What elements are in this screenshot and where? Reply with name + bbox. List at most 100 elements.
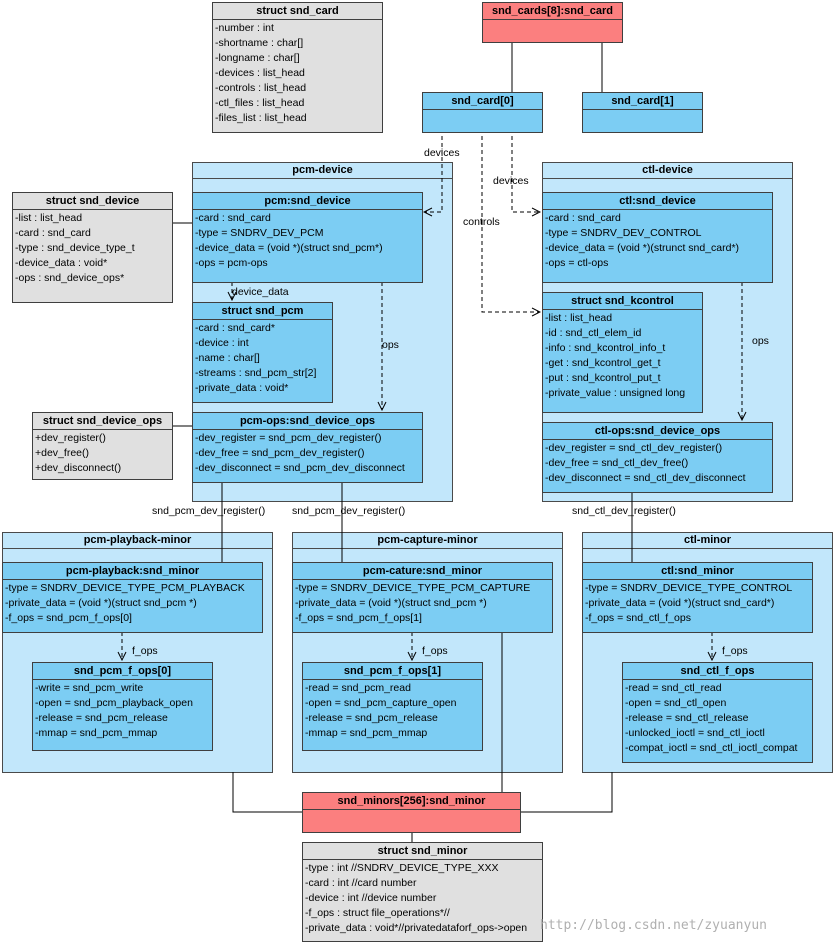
object-title: snd_card[0]	[423, 93, 542, 110]
object-field: -type = SNDRV_DEVICE_TYPE_CONTROL	[585, 582, 793, 594]
object-field: -device_data = (void *)(strunct snd_card…	[545, 242, 740, 254]
object-field: -private_data = (void *)(struct snd_pcm …	[5, 597, 197, 609]
class-field: -list : list_head	[545, 312, 613, 324]
array-title: snd_cards[8]:snd_card	[483, 3, 622, 20]
class-field: -name : char[]	[195, 352, 260, 364]
package-title: pcm-playback-minor	[3, 533, 272, 549]
struct-snd-card-class: struct snd_card -number : int -shortname…	[212, 2, 383, 133]
ctl-to-minors-line	[520, 772, 613, 813]
class-field: -ops : snd_device_ops*	[15, 272, 125, 284]
object-field: -f_ops = snd_ctl_f_ops	[585, 612, 691, 624]
snd-card1-object: snd_card[1]	[582, 92, 703, 133]
struct-snd-minor-class: struct snd_minor -type : int //SNDRV_DEV…	[302, 842, 543, 942]
fops-label: f_ops	[422, 645, 448, 657]
class-field: -shortname : char[]	[215, 37, 304, 49]
class-title: struct snd_minor	[303, 843, 542, 860]
class-field: -private_data : void*//privatedataforf_o…	[305, 922, 528, 934]
controls-to-kcontrol-arrow	[481, 108, 540, 312]
devices-label: devices	[424, 147, 460, 159]
class-field: -controls : list_head	[215, 82, 307, 94]
watermark: http://blog.csdn.net/zyuanyun	[540, 918, 767, 933]
object-title: ctl-ops:snd_device_ops	[543, 423, 772, 440]
class-field: -card : snd_card	[15, 227, 91, 239]
class-field: -f_ops : struct file_operations*//	[305, 907, 450, 919]
class-field: -devices : list_head	[215, 67, 305, 79]
object-field: -release = snd_pcm_release	[305, 712, 438, 724]
object-title: snd_card[1]	[583, 93, 702, 110]
class-title: struct snd_card	[213, 3, 382, 20]
class-field: -card : int //card number	[305, 877, 417, 889]
object-field: -dev_disconnect = snd_pcm_dev_disconnect	[195, 462, 405, 474]
class-field: -type : snd_device_type_t	[15, 242, 135, 254]
ops-label: ops	[752, 335, 769, 347]
object-title: pcm-cature:snd_minor	[293, 563, 552, 580]
struct-snd-device-class: struct snd_device -list : list_head -car…	[12, 192, 173, 303]
playback-to-minors-line	[232, 772, 302, 813]
object-field: -read = snd_pcm_read	[305, 682, 411, 694]
object-field: -dev_free = snd_ctl_dev_free()	[545, 457, 689, 469]
object-field: -ops = pcm-ops	[195, 257, 268, 269]
class-field: -device : int	[195, 337, 249, 349]
class-field: -private_value : unsigned long	[545, 387, 686, 399]
object-field: -type = SNDRV_DEVICE_TYPE_PCM_PLAYBACK	[5, 582, 245, 594]
object-field: -release = snd_pcm_release	[35, 712, 168, 724]
device-data-label: device_data	[232, 286, 289, 298]
snd-minors-array: snd_minors[256]:snd_minor	[302, 792, 521, 833]
class-field: -ctl_files : list_head	[215, 97, 305, 109]
snd-card0-object: snd_card[0]	[422, 92, 543, 133]
object-field: -dev_free = snd_pcm_dev_register()	[195, 447, 365, 459]
struct-snd-device-ops-class: struct snd_device_ops +dev_register() +d…	[32, 412, 173, 480]
struct-snd-kcontrol-class: struct snd_kcontrol -list : list_head -i…	[542, 292, 703, 413]
object-field: -card : snd_card	[195, 212, 271, 224]
object-field: -f_ops = snd_pcm_f_ops[1]	[295, 612, 422, 624]
class-field: -get : snd_kcontrol_get_t	[545, 357, 661, 369]
object-title: pcm-ops:snd_device_ops	[193, 413, 422, 430]
object-field: -dev_register = snd_pcm_dev_register()	[195, 432, 382, 444]
ctl-minor-object: ctl:snd_minor -type = SNDRV_DEVICE_TYPE_…	[582, 562, 813, 633]
struct-snd-pcm-class: struct snd_pcm -card : snd_card* -device…	[192, 302, 333, 403]
object-field: -f_ops = snd_pcm_f_ops[0]	[5, 612, 132, 624]
object-field: -mmap = snd_pcm_mmap	[305, 727, 428, 739]
pcm-playback-minor-object: pcm-playback:snd_minor -type = SNDRV_DEV…	[2, 562, 263, 633]
object-field: -type = SNDRV_DEVICE_TYPE_PCM_CAPTURE	[295, 582, 531, 594]
object-field: -open = snd_pcm_playback_open	[35, 697, 193, 709]
object-field: -mmap = snd_pcm_mmap	[35, 727, 158, 739]
object-field: -device_data = (void *)(struct snd_pcm*)	[195, 242, 383, 254]
class-field: -private_data : void*	[195, 382, 289, 394]
class-title: struct snd_kcontrol	[543, 293, 702, 310]
object-field: -private_data = (void *)(struct snd_card…	[585, 597, 775, 609]
ctl-ops-object: ctl-ops:snd_device_ops -dev_register = s…	[542, 422, 773, 493]
class-method: +dev_register()	[35, 432, 106, 444]
class-field: -longname : char[]	[215, 52, 300, 64]
class-field: -card : snd_card*	[195, 322, 275, 334]
package-title: ctl-minor	[583, 533, 832, 549]
object-title: ctl:snd_device	[543, 193, 772, 210]
snd-cards-array: snd_cards[8]:snd_card	[482, 2, 623, 43]
devices-to-pcm-arrow	[424, 108, 443, 212]
ctl-snd-device-object: ctl:snd_device -card : snd_card -type = …	[542, 192, 773, 283]
devices-to-ctl-arrow	[511, 108, 540, 212]
class-method: +dev_free()	[35, 447, 89, 459]
snd-pcm-f-ops1-object: snd_pcm_f_ops[1] -read = snd_pcm_read -o…	[302, 662, 483, 751]
fops-label: f_ops	[132, 645, 158, 657]
class-title: struct snd_device_ops	[33, 413, 172, 430]
object-field: -dev_disconnect = snd_ctl_dev_disconnect	[545, 472, 746, 484]
package-title: pcm-device	[193, 163, 452, 179]
class-title: struct snd_pcm	[193, 303, 332, 320]
object-title: pcm:snd_device	[193, 193, 422, 210]
object-field: -unlocked_ioctl = snd_ctl_ioctl	[625, 727, 765, 739]
register-label: snd_ctl_dev_register()	[572, 505, 676, 517]
class-method: +dev_disconnect()	[35, 462, 122, 474]
object-title: snd_ctl_f_ops	[623, 663, 812, 680]
object-field: -write = snd_pcm_write	[35, 682, 144, 694]
object-field: -open = snd_ctl_open	[625, 697, 727, 709]
object-field: -ops = ctl-ops	[545, 257, 609, 269]
snd-pcm-f-ops0-object: snd_pcm_f_ops[0] -write = snd_pcm_write …	[32, 662, 213, 751]
class-field: -list : list_head	[15, 212, 83, 224]
register-label: snd_pcm_dev_register()	[152, 505, 266, 517]
class-field: -id : snd_ctl_elem_id	[545, 327, 642, 339]
devices-label: devices	[493, 175, 529, 187]
class-field: -type : int //SNDRV_DEVICE_TYPE_XXX	[305, 862, 499, 874]
class-field: -number : int	[215, 22, 274, 34]
